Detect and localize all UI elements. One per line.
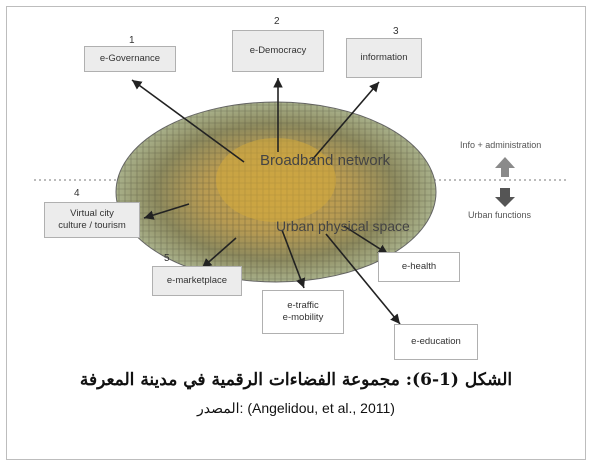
number-4: 4 — [74, 188, 80, 199]
virtual-city-line-2: culture / tourism — [58, 220, 126, 231]
box-virtual-city: Virtual city culture / tourism — [44, 202, 140, 238]
label-broadband-network: Broadband network — [260, 152, 391, 169]
box-e-marketplace: e-marketplace — [152, 266, 242, 296]
label-urban-physical-space: Urban physical space — [276, 218, 410, 234]
arrow-e-governance — [131, 79, 245, 163]
box-information: information — [346, 38, 422, 78]
box-e-education: e-education — [394, 324, 478, 360]
number-5: 5 — [164, 253, 170, 264]
box-e-democracy: e-Democracy — [232, 30, 324, 72]
e-traffic-line-1: e-traffic — [287, 300, 319, 311]
city-core — [216, 138, 336, 222]
source-reference: (Angelidou, et al., 2011) — [247, 400, 395, 416]
arrow-e-marketplace — [201, 237, 237, 269]
legend-down-arrow — [495, 188, 515, 207]
source-prefix: المصدر: — [197, 400, 248, 416]
diagram-canvas — [34, 78, 566, 325]
number-1: 1 — [129, 35, 135, 46]
box-e-traffic: e-traffic e-mobility — [262, 290, 344, 334]
figure-caption: الشكل (1-6): مجموعة الفضاءات الرقمية في … — [79, 370, 513, 390]
arrow-virtual-city — [143, 203, 190, 220]
knowledge-city-diagram: 1 2 3 4 5 e-Governance e-Democracy infor… — [14, 12, 578, 364]
box-e-health: e-health — [378, 252, 460, 282]
legend-up-arrow — [495, 157, 515, 177]
e-traffic-line-2: e-mobility — [282, 312, 324, 323]
figure-source: المصدر: (Angelidou, et al., 2011) — [0, 400, 592, 417]
legend-urban-functions: Urban functions — [468, 210, 532, 220]
arrow-e-health — [343, 225, 389, 255]
legend-info-administration: Info + administration — [460, 140, 542, 150]
virtual-city-line-1: Virtual city — [70, 208, 114, 219]
number-3: 3 — [393, 26, 399, 37]
number-2: 2 — [274, 16, 280, 27]
arrow-e-education — [325, 233, 401, 325]
box-e-governance: e-Governance — [84, 46, 176, 72]
arrow-e-traffic — [281, 229, 306, 289]
arrow-information — [311, 81, 380, 161]
